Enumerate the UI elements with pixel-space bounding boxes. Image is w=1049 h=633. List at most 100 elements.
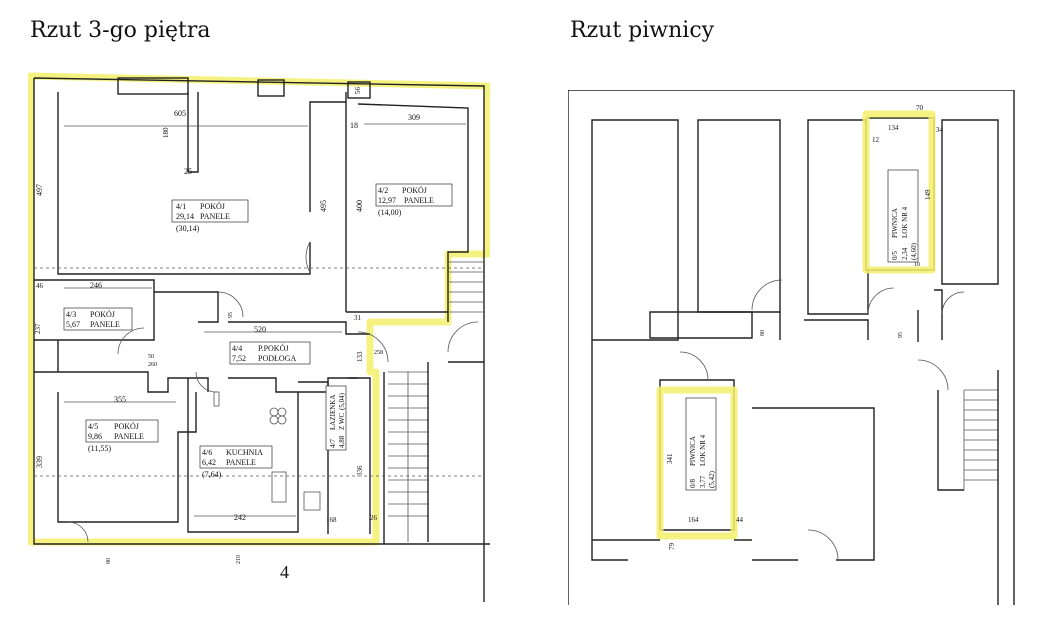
- room-label-0-5: 0/5 PIWNICA 2,34 LOK NR 4 (4,60): [887, 169, 919, 263]
- dimension-label: 56: [354, 87, 362, 95]
- room-floor: PANELE: [114, 432, 144, 441]
- dimension-label: 520: [254, 325, 266, 334]
- room-label-0-8: 0/8 PIWNICA 3,77 LOK NR 4 (5,42): [685, 397, 717, 491]
- dimension-line: [34, 267, 484, 477]
- dimension-label: 12: [872, 136, 880, 144]
- dimension-label: 79: [668, 543, 676, 551]
- dimension-label: 26: [370, 514, 378, 522]
- dimension-label: 258: [374, 350, 383, 356]
- interior-wall: [187, 378, 299, 533]
- door-swing: [679, 351, 709, 381]
- room-label-4-3: 4/3 POKÓJ 5,67 PANELE: [63, 307, 133, 331]
- room-area: 5,67: [66, 320, 80, 329]
- stair-wall: [937, 370, 999, 605]
- dimension-label: 237: [34, 323, 42, 334]
- dimension-label: 44: [736, 516, 744, 524]
- dimension-label: 50: [148, 354, 154, 360]
- room-type: POKÓJ: [90, 309, 115, 319]
- interior-wall: [57, 92, 448, 313]
- staircase: [388, 371, 428, 542]
- room-floor: PANELE: [90, 320, 120, 329]
- room-type: P.POKÓJ: [258, 343, 288, 353]
- room-floor: Z WC: [338, 412, 346, 430]
- toilet: [303, 491, 321, 511]
- cellar-block: [591, 119, 679, 341]
- interior-wall: [57, 392, 197, 523]
- door-swing: [305, 241, 311, 273]
- dimension-label: 242: [234, 513, 246, 522]
- room-type: POKÓJ: [402, 185, 427, 195]
- room-gross-area: (7,64): [202, 470, 222, 479]
- room-number: 4/6: [202, 448, 212, 457]
- dimension-label: 95: [228, 312, 234, 318]
- corridor-wall: [591, 289, 943, 561]
- cellar-block: [752, 407, 875, 561]
- room-label-4-1: 4/1 POKÓJ 29,14 PANELE (30,14): [171, 199, 249, 233]
- dimension-label: 10: [914, 262, 920, 268]
- interior-wall: [298, 377, 371, 534]
- interior-wall: [34, 340, 358, 393]
- door-swing: [867, 287, 895, 315]
- room-label-4-2: 4/2 POKÓJ 12,97 PANELE (14,00): [375, 183, 453, 217]
- room-floor: PANELE: [200, 212, 230, 221]
- cellar-0-5-highlight: [862, 110, 936, 274]
- door-swing: [751, 279, 783, 311]
- window-notch: [257, 79, 285, 97]
- door-swing: [195, 371, 217, 393]
- room-area: 6,42: [202, 458, 216, 467]
- stairwell: [448, 261, 484, 313]
- room-gross-area: (14,00): [378, 208, 402, 217]
- dimension-label: 355: [114, 395, 126, 404]
- door-swing: [357, 331, 389, 363]
- dimension-label: 134: [888, 124, 899, 132]
- dimension-line: [64, 123, 466, 517]
- room-number: 4/1: [176, 202, 186, 211]
- room-type: POKÓJ: [114, 421, 139, 431]
- dimension-label: 336: [356, 465, 364, 476]
- fixture: [213, 391, 220, 407]
- dimension-label: 164: [688, 516, 699, 524]
- dimension-label: 605: [174, 109, 186, 118]
- outer-wall: [568, 90, 1015, 605]
- room-number: 4/7: [329, 439, 337, 448]
- dimension-label: 497: [35, 184, 44, 196]
- level-number: 4: [280, 562, 289, 582]
- dimension-label: 400: [355, 200, 364, 212]
- room-label-4-7: 4/7 ŁAZIENKA 4,88 Z WC (5,04): [325, 385, 347, 451]
- room-label-4-6: 4/6 KUCHNIA 6,42 PANELE (7,64): [199, 445, 273, 479]
- room-floor: PODŁOGA: [258, 354, 296, 363]
- dimension-label: 260: [148, 362, 157, 368]
- room-number: 0/5: [891, 251, 899, 260]
- outer-wall: [33, 77, 490, 602]
- room-type: ŁAZIENKA: [329, 395, 337, 430]
- stove-burner: [277, 415, 287, 425]
- room-gross-area: (11,55): [88, 444, 111, 453]
- room-number: 4/5: [88, 422, 98, 431]
- room-owner: LOK NR 4: [901, 206, 909, 238]
- dimension-label: 18: [350, 121, 358, 130]
- door-swing: [447, 321, 479, 353]
- door-swing: [807, 529, 839, 561]
- room-floor: PANELE: [404, 196, 434, 205]
- dimension-label: 95: [898, 332, 904, 338]
- staircase: [963, 389, 998, 490]
- room-gross-area: (30,14): [176, 224, 200, 233]
- room-type: POKÓJ: [200, 201, 225, 211]
- basement-plan-title: Rzut piwnicy: [570, 18, 715, 43]
- door-swing: [217, 291, 244, 318]
- room-gross-area: (4,60): [910, 242, 918, 260]
- dimension-label: 31: [354, 314, 362, 322]
- cellar-0-8-highlight: [656, 386, 738, 540]
- interior-wall: [34, 279, 370, 341]
- apartment-highlight-outline: [28, 72, 490, 546]
- dimension-label: 46: [36, 282, 44, 290]
- stove-burner: [277, 407, 287, 417]
- room-type: KUCHNIA: [226, 448, 263, 457]
- dimension-label: 246: [90, 281, 102, 290]
- room-gross-area: (5,04): [338, 392, 346, 410]
- dimension-label: 149: [924, 189, 932, 200]
- cellar-block: [807, 119, 869, 315]
- dimension-label: 80: [106, 558, 112, 564]
- room-area: 29,14: [176, 212, 194, 221]
- dimension-label: 210: [236, 555, 242, 564]
